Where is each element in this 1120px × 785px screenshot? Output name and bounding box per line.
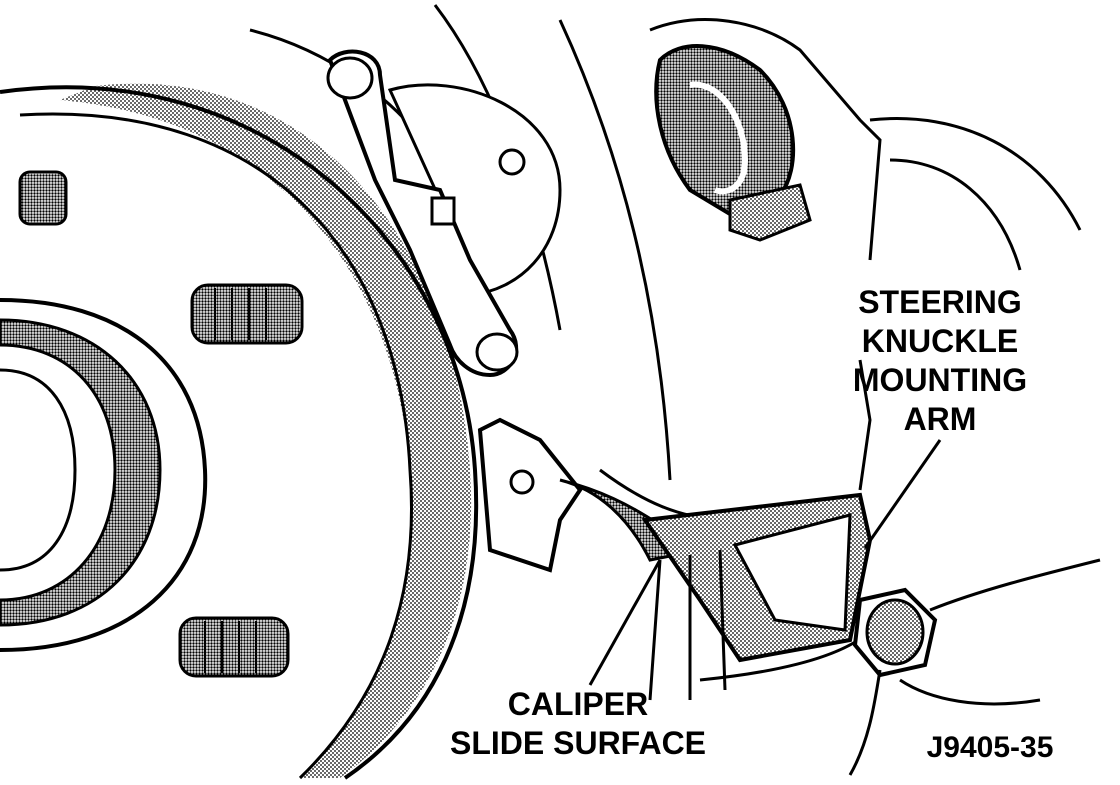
knuckle-label-line-4: ARM bbox=[904, 401, 977, 437]
bracket-bottom-pin bbox=[475, 332, 519, 372]
bracket-slot bbox=[430, 196, 456, 226]
caliper-upper-inner bbox=[689, 81, 749, 195]
mounting-arm-face bbox=[732, 513, 852, 632]
caliper-lower-ribs bbox=[648, 549, 727, 701]
knuckle-leader-line bbox=[863, 439, 942, 549]
knuckle-label-line-1: STEERING bbox=[858, 284, 1022, 320]
hub-bore-inner bbox=[0, 368, 77, 572]
lower-bracket bbox=[477, 417, 583, 573]
hub-flange bbox=[0, 298, 208, 652]
bracket-top-pin bbox=[326, 56, 374, 100]
caliper-label-line-2: SLIDE SURFACE bbox=[450, 725, 706, 761]
knuckle-upper-outline bbox=[649, 18, 882, 261]
knuckle-label-line-2: KNUCKLE bbox=[862, 323, 1018, 359]
mounting-bolt bbox=[848, 558, 1101, 776]
knuckle-label-line-3: MOUNTING bbox=[853, 362, 1027, 398]
leader-lines bbox=[588, 439, 942, 686]
shield-hole bbox=[498, 148, 526, 176]
knuckle-upper bbox=[649, 18, 1082, 271]
wheel-stud-bottom bbox=[178, 616, 290, 678]
hub-bore-shadow bbox=[0, 318, 162, 627]
knuckle-upper-arc bbox=[869, 117, 1082, 271]
rotor-inner-edge bbox=[19, 112, 414, 780]
hub bbox=[0, 170, 304, 678]
wheel-stud-middle bbox=[190, 283, 304, 345]
lower-bracket-hole bbox=[509, 469, 535, 495]
rotor-outer-edge bbox=[0, 85, 479, 780]
caliper-leader-line bbox=[588, 559, 662, 686]
rotor bbox=[0, 83, 479, 780]
caliper-label-line-1: CALIPER bbox=[508, 686, 648, 722]
knuckle-lower bbox=[477, 359, 1101, 776]
caliper-upper-tab bbox=[728, 183, 812, 242]
figure-id: J9405-35 bbox=[927, 731, 1054, 764]
upper-bracket bbox=[326, 49, 562, 378]
shield-plate bbox=[387, 83, 562, 297]
caliper-upper-body bbox=[654, 44, 796, 223]
wheel-stud-top-left bbox=[18, 170, 68, 226]
rotor-shaded-band bbox=[60, 83, 472, 778]
